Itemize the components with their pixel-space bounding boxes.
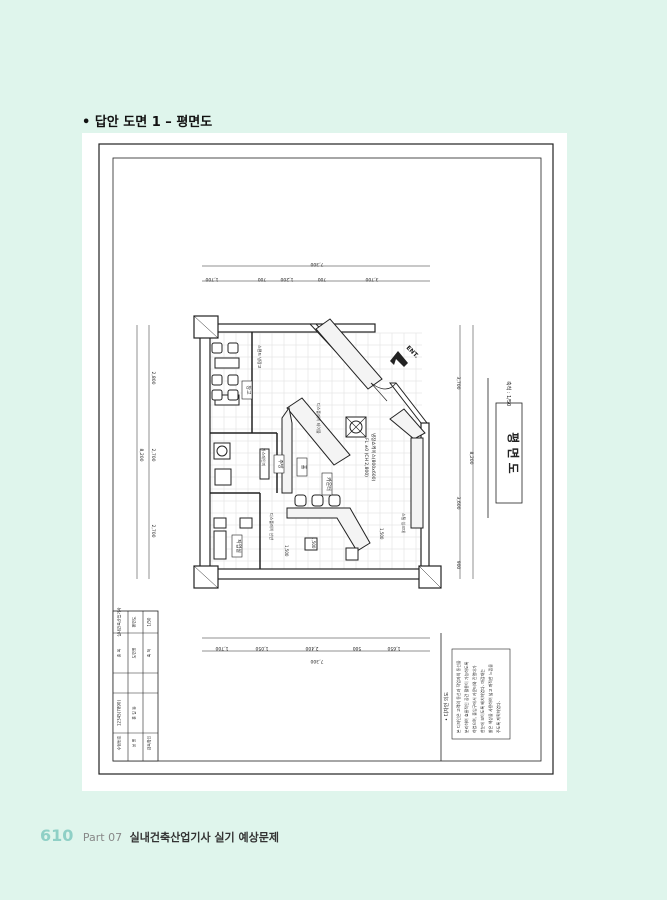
design-intent-label: • 디자인 의도: [443, 691, 450, 721]
drawing-scale: 축척 : 1/50: [505, 381, 512, 406]
dimension-value: 700: [258, 276, 267, 282]
dimension-value: 2,700: [150, 525, 156, 538]
title-block-cell: 홍 길 동: [131, 706, 137, 720]
page-number: 610: [40, 826, 74, 845]
border-inner: [112, 157, 542, 762]
dimension-value: 900: [455, 561, 461, 570]
dimension-value: 1,200: [280, 276, 293, 282]
dimension-total: 7,300: [310, 261, 323, 267]
title-block-cell: 성 명: [131, 738, 137, 747]
design-intent-line: 주도록 계획하였다.: [495, 701, 501, 733]
entrance-arrow-icon: [390, 351, 408, 367]
dimension-value: 3,700: [455, 377, 461, 390]
design-intent-line: 분리하여 효율적인 공간 활용이 가능하도록: [463, 661, 469, 733]
title-block-cell: 종 목: [117, 648, 122, 657]
title-block-cell: 감독확인: [146, 735, 152, 750]
dimension-value: 500: [353, 645, 362, 651]
dimension-total: 8,200: [138, 449, 144, 462]
title-block-cell: 도면명: [131, 647, 137, 658]
annotation: 스틸 싱크대: [401, 513, 407, 533]
annotation: 1,500: [284, 545, 289, 557]
dimension-value: 3,700: [365, 276, 378, 282]
annotation: 가스레인지: [261, 448, 267, 467]
annotation: 냉장쇼케이스(800x600): [370, 433, 377, 481]
room-labels: 창고 홀 주방 카운터 작업실: [231, 380, 333, 558]
dimension-text: 1,700 700 1,200 700 3,700 7,300 1,700 1,050 2,40…: [138, 261, 474, 664]
footer-title: 실내건축산업기사 실기 예상문제: [129, 831, 279, 844]
room-label: 카운터: [325, 477, 332, 491]
dimension-value: 1,050: [255, 645, 268, 651]
page-footer: 610 Part 07 실내건축산업기사 실기 예상문제: [40, 826, 279, 845]
design-intent-line: 밝은 색상을 사용하여 넓고 쾌적한 느낌을: [487, 664, 493, 733]
title-block-cell: 12345(7890): [117, 700, 122, 726]
title-box: [495, 402, 523, 504]
building-plan: ENT.: [193, 315, 442, 589]
annotation: FL ±0 (CH 2,800): [363, 438, 369, 477]
room-label: 창고: [245, 385, 252, 395]
design-intent-line: 한눈에 보이도록 배치하였다. 마감재는: [479, 669, 485, 733]
floor-tiles: [210, 332, 422, 569]
floor-plan-drawing: 평 면 도 축척 : 1/50: [98, 143, 554, 775]
title-block-cell: 수험번호: [116, 735, 122, 750]
dimension-value: 2,700: [150, 449, 156, 462]
footer-part: Part 07: [82, 831, 123, 844]
dimension-value: 2,400: [305, 645, 318, 651]
annotation: 1,500: [311, 537, 316, 549]
drawing-title: 평 면 도: [506, 432, 521, 473]
dimension-value: 2,800: [150, 372, 156, 385]
design-intent-line: 하였으며, 출입구에서 카운터와 진열대가: [471, 665, 477, 733]
room-label: 작업실: [235, 539, 242, 553]
title-block-cell: 실내건축산업기사: [116, 607, 122, 637]
room-label: 홀: [300, 465, 307, 470]
annotations: 냉장쇼케이스(800x600) FL ±0 (CH 2,800) 디스플레이 테…: [257, 345, 407, 557]
dimension-value: 1,650: [387, 645, 400, 651]
dimension-value: 700: [318, 276, 327, 282]
dimension-value: 1,700: [215, 645, 228, 651]
title-block-cell: 1/50: [147, 617, 152, 626]
page-heading: • 답안 도면 1 – 평면도: [82, 115, 213, 130]
dimension-lines: [136, 265, 474, 652]
annotation: 스탠드 냉장고: [257, 345, 263, 369]
drawing-sheet: 평 면 도 축척 : 1/50: [82, 133, 567, 791]
border-outer: [98, 143, 554, 775]
dimension-total: 8,200: [468, 452, 474, 465]
annotation: 디스플레이 테이블: [316, 403, 322, 434]
annotation: 디스플레이 선반: [269, 513, 275, 540]
entrance-label: ENT.: [405, 344, 420, 359]
dimension-total: 7,300: [310, 658, 323, 664]
dimension-value: 1,700: [205, 276, 218, 282]
annotation: 1,500: [379, 528, 384, 540]
title-block-cell: 평면도: [131, 616, 137, 627]
title-block-cell: 축 척: [146, 648, 152, 657]
dimension-value: 3,600: [455, 497, 461, 510]
room-label: 주방: [277, 459, 284, 469]
design-intent-line: 본 디자인은 고객의 동선과 작업자의 동선을: [455, 660, 461, 733]
